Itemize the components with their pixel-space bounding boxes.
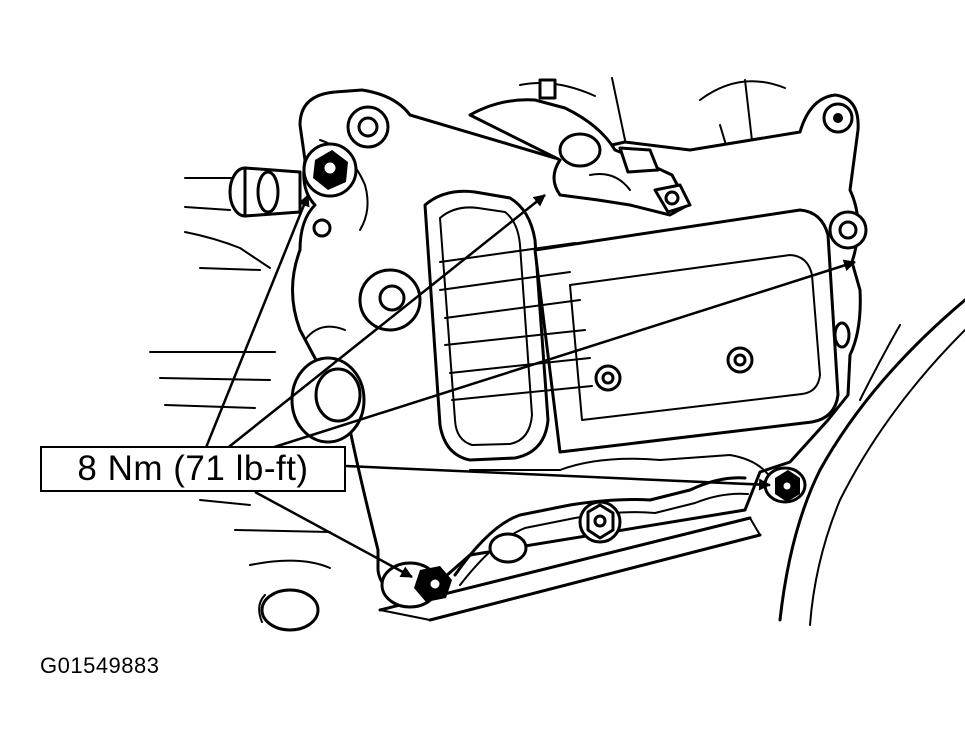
callout-leaders xyxy=(203,194,856,579)
leader-to-upper-center-bolt xyxy=(224,194,546,451)
torque-spec-callout: 8 Nm (71 lb-ft) xyxy=(40,446,346,492)
figure-id-label: G01549883 xyxy=(40,653,160,678)
leader-to-lower-right-bolt xyxy=(345,464,771,491)
leader-to-right-arm-bolt xyxy=(264,259,856,452)
upper-center-bolt xyxy=(468,78,692,217)
torque-spec-text: 8 Nm (71 lb-ft) xyxy=(77,449,309,488)
leader-to-upper-left-bolt xyxy=(203,194,310,451)
engine-housing-outline xyxy=(149,77,965,632)
upper-left-bolt xyxy=(228,142,358,238)
lower-bolts xyxy=(380,466,807,609)
leader-to-lower-left-bolt xyxy=(254,490,413,579)
